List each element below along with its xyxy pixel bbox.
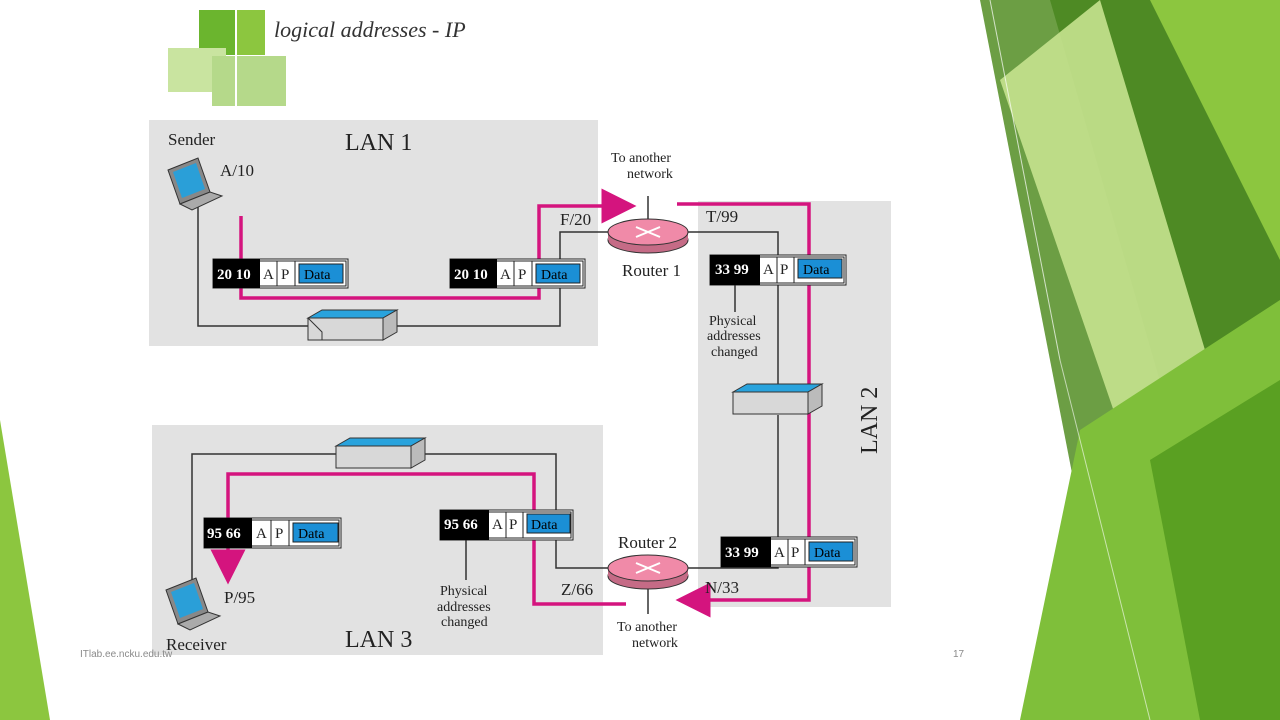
router2-interface-n: N/33 (705, 578, 739, 597)
left-green-triangle (0, 420, 50, 720)
frame-1-logical-p: P (281, 267, 289, 283)
router1-interface-f: F/20 (560, 210, 591, 229)
another-network-2-line1: To another (617, 620, 677, 635)
frame-2-physical: 20 10 (454, 267, 488, 283)
frame-4-data: Data (814, 546, 841, 561)
lan1-area (149, 120, 598, 346)
frame-4-logical-p: P (791, 545, 799, 561)
frame-1-physical: 20 10 (217, 267, 251, 283)
frame-4-physical: 33 99 (725, 545, 759, 561)
frame-6-logical-a: A (256, 526, 267, 542)
frame-5: 95 66 A P Data (439, 509, 574, 541)
lan1-label: LAN 1 (345, 130, 412, 156)
another-network-1-line1: To another (611, 151, 671, 166)
lan2-switch-icon (731, 383, 824, 415)
frame-1-logical-a: A (263, 267, 274, 283)
router1-label: Router 1 (622, 261, 681, 280)
frame-3-physical: 33 99 (715, 262, 749, 278)
receiver-laptop-icon (165, 577, 222, 631)
lan3-label: LAN 3 (345, 627, 412, 653)
sender-address: A/10 (220, 161, 254, 180)
slide-title: logical addresses - IP (274, 17, 466, 42)
frame-5-data: Data (531, 518, 558, 533)
frame-6-logical-p: P (275, 526, 283, 542)
frame-6-data: Data (298, 527, 325, 542)
router2-icon (607, 554, 689, 590)
router1-interface-t: T/99 (706, 207, 738, 226)
footer-site: ITlab.ee.ncku.edu.tw (80, 649, 173, 660)
sender-laptop-icon (167, 157, 224, 211)
frame-1-data: Data (304, 268, 331, 283)
frame-1: 20 10 A P Data (212, 258, 349, 289)
frame-5-physical: 95 66 (444, 517, 478, 533)
frame-4-logical-a: A (774, 545, 785, 561)
frame-5-logical-a: A (492, 517, 503, 533)
frame-3-logical-a: A (763, 262, 774, 278)
lan2-label: LAN 2 (857, 387, 883, 454)
svg-text:changed: changed (441, 615, 488, 630)
frame-6: 95 66 A P Data (203, 517, 342, 549)
sender-label: Sender (168, 130, 216, 149)
note-physical-changed-2: Physical addresses changed (437, 584, 491, 630)
router2-label: Router 2 (618, 533, 677, 552)
title-decoration-squares (168, 0, 286, 108)
svg-text:Physical: Physical (709, 314, 757, 329)
frame-6-physical: 95 66 (207, 526, 241, 542)
network-cables (191, 196, 779, 614)
another-network-2-line2: network (632, 636, 678, 651)
svg-text:Physical: Physical (440, 584, 488, 599)
frame-3-logical-p: P (780, 262, 788, 278)
frame-2-logical-p: P (518, 267, 526, 283)
frame-2-data: Data (541, 268, 568, 283)
decorative-green-shapes (980, 0, 1280, 720)
frame-4: 33 99 A P Data (720, 536, 858, 568)
receiver-label: Receiver (166, 635, 227, 654)
frame-3: 33 99 A P Data (709, 254, 847, 286)
frame-2-logical-a: A (500, 267, 511, 283)
svg-text:addresses: addresses (437, 600, 491, 615)
svg-text:addresses: addresses (707, 329, 761, 344)
note-physical-changed-1: Physical addresses changed (707, 314, 761, 360)
router1-icon (607, 218, 689, 254)
router2-interface-z: Z/66 (561, 580, 593, 599)
page-number: 17 (953, 649, 965, 660)
lan3-switch-icon (334, 437, 427, 469)
frame-2: 20 10 A P Data (449, 258, 586, 289)
svg-text:changed: changed (711, 345, 758, 360)
receiver-address: P/95 (224, 588, 255, 607)
another-network-1-line2: network (627, 167, 673, 182)
lan1-switch-icon (306, 309, 399, 341)
frame-3-data: Data (803, 263, 830, 278)
frame-5-logical-p: P (509, 517, 517, 533)
